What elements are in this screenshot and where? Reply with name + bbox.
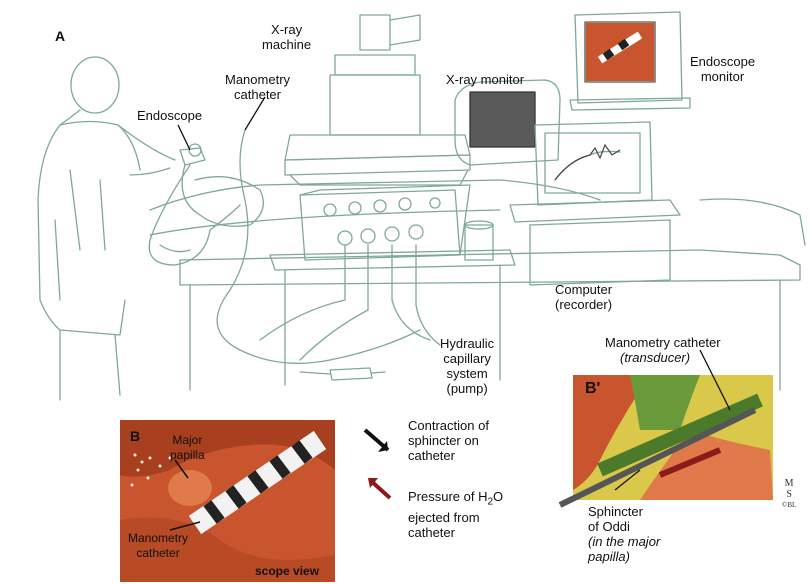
computer-recorder (510, 122, 680, 285)
b-prime-catheter-label: Manometry catheter (605, 335, 721, 350)
xray-monitor-label: X-ray monitor (446, 72, 524, 87)
endoscope-label: Endoscope (137, 108, 202, 123)
in-major-papilla-label: (in the major papilla) (588, 534, 660, 564)
legend-pressure-suffix: O (493, 489, 503, 504)
computer-label: Computer (recorder) (555, 282, 612, 312)
b-prime-transducer-label: (transducer) (620, 350, 690, 365)
manometry-catheter-label: Manometry catheter (225, 72, 290, 102)
signature-line-3: ©BL (782, 500, 796, 511)
computer-trace (555, 145, 620, 180)
scope-catheter-label: Manometry catheter (128, 531, 188, 561)
endoscope-leader (178, 125, 190, 150)
legend-contraction-arrow (365, 430, 388, 452)
panel-b-letter: B (130, 428, 140, 444)
hydraulic-label: Hydraulic capillary system (pump) (440, 336, 494, 396)
syringe (300, 368, 385, 380)
legend-pressure-arrow (368, 478, 390, 498)
major-papilla-label: Major papilla (170, 433, 205, 463)
sphincter-label: Sphincter of Oddi (588, 504, 643, 534)
xray-machine (285, 15, 470, 185)
endoscope-monitor-label: Endoscope monitor (690, 54, 755, 84)
artist-signature: M S ©BL (782, 478, 796, 511)
signature-line-1: M (782, 478, 796, 489)
scope-view-label: scope view (255, 564, 319, 579)
legend-pressure-text: Pressure of H2O ejected from catheter (408, 474, 503, 555)
endoscope-monitor-screen (586, 23, 654, 81)
panel-b-prime-letter: B' (585, 380, 600, 398)
legend-contraction-text: Contraction of sphincter on catheter (408, 418, 489, 463)
xray-monitor (455, 80, 560, 165)
panel-a-letter: A (55, 28, 65, 44)
signature-line-2: S (782, 489, 796, 500)
legend-pressure-prefix: Pressure of H (408, 489, 487, 504)
xray-machine-label: X-ray machine (262, 22, 311, 52)
legend-pressure-rest: ejected from catheter (408, 510, 503, 540)
catheter-line (217, 130, 420, 363)
